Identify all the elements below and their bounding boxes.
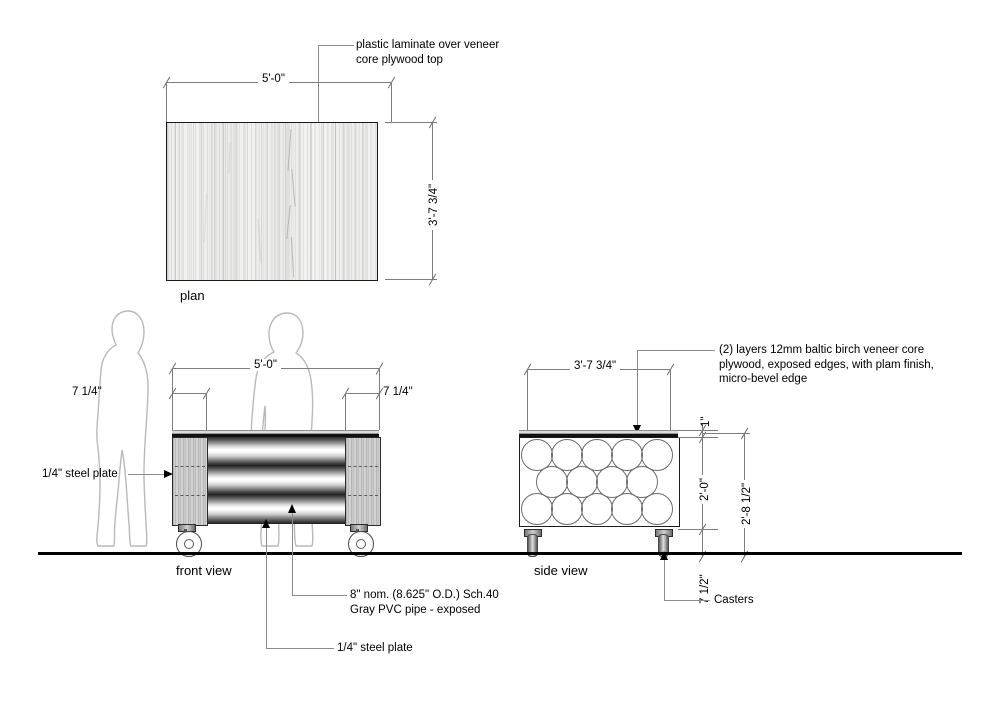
front-right-offset-dim-line [345, 393, 379, 394]
side-note-leader-v [637, 350, 638, 426]
front-width-ext-left [172, 368, 173, 430]
side-h-ext-body-bottom [678, 529, 718, 530]
front-pipe-2 [206, 466, 345, 495]
plan-ext-left [166, 82, 167, 122]
front-left-offset-ext [206, 393, 207, 430]
side-caster-left [524, 529, 542, 557]
casters-callout-leader-h [664, 600, 710, 601]
side-dim-body-height-text: 2'-0" [699, 475, 711, 504]
pipe-end-circle [521, 493, 553, 525]
side-h-ext-top-body [678, 437, 718, 438]
front-plywood-top-lower [172, 433, 379, 438]
plan-width-dim-text: 5'-0" [258, 73, 289, 85]
side-cabinet [519, 430, 680, 529]
plan-view-label: plan [180, 288, 205, 303]
plan-note-leader-h [318, 45, 354, 46]
steel-plate-bottom-annotation: 1/4" steel plate [337, 642, 413, 654]
side-width-ext-left [527, 369, 528, 430]
front-steel-plate-right [345, 437, 381, 526]
casters-callout-arrow [660, 551, 668, 560]
front-view-label: front view [176, 563, 232, 578]
front-pipe-3 [206, 495, 345, 524]
pipe-end-circle [641, 493, 673, 525]
steel-plate-left-annotation: 1/4" steel plate [42, 468, 118, 480]
plan-depth-ext-bottom [385, 279, 437, 280]
side-width-dim-text: 3'-7 3/4" [570, 360, 621, 372]
front-pipe-1 [206, 437, 345, 466]
steel-plate-bottom-leader-v [266, 528, 267, 648]
plan-ext-right [391, 82, 392, 122]
side-h-ext-top-slab [678, 430, 718, 431]
plan-top-annotation: plastic laminate over veneer core plywoo… [356, 39, 500, 66]
plan-top-surface [166, 122, 378, 281]
plan-depth-ext-top [385, 122, 437, 123]
front-steel-plate-left [172, 437, 208, 526]
front-width-dim-text: 5'-0" [250, 359, 281, 371]
side-note-arrowhead [632, 425, 641, 434]
pipe-end-circle [626, 466, 658, 498]
front-cabinet [172, 430, 381, 529]
front-right-offset-ext [345, 393, 346, 430]
pipe-end-circle [641, 439, 673, 471]
casters-annotation: Casters [714, 594, 754, 606]
pipe-callout-leader-v [292, 513, 293, 595]
plan-depth-dim-text: 3'-7 3/4" [428, 179, 440, 230]
front-left-offset-dim-line [172, 393, 206, 394]
side-view-label: side view [534, 563, 588, 578]
side-overall-dim-text: 2'-8 1/2" [741, 479, 753, 528]
pipe-end-circle [611, 493, 643, 525]
steel-plate-bottom-arrow [262, 519, 270, 528]
scale-figure-left [88, 308, 168, 553]
pipe-end-circle [551, 493, 583, 525]
steel-plate-left-arrow [164, 469, 173, 478]
side-width-ext-right [670, 369, 671, 430]
side-top-annotation: (2) layers 12mm baltic birch veneer core… [719, 344, 934, 385]
side-note-leader-h [637, 350, 715, 351]
front-right-offset-text: 7 1/4" [383, 386, 413, 398]
pipe-callout-leader-h [292, 595, 347, 596]
casters-callout-leader-v [664, 560, 665, 600]
pipe-annotation: 8" nom. (8.625" O.D.) Sch.40 Gray PVC pi… [350, 589, 499, 616]
side-cabinet-body [519, 437, 680, 527]
side-dim-caster-height-line [702, 529, 703, 557]
side-plywood-top-lower [519, 433, 678, 438]
ground-line [38, 552, 962, 555]
pipe-callout-arrow [288, 504, 296, 513]
side-overall-ext-top [702, 433, 750, 434]
plan-note-leader-v [318, 45, 319, 124]
steel-plate-bottom-leader-h [266, 648, 334, 649]
front-left-offset-text: 7 1/4" [72, 386, 102, 398]
front-width-ext-right [379, 368, 380, 430]
pipe-end-circle [581, 493, 613, 525]
side-dim-top-thickness-text: 1" [700, 416, 712, 427]
steel-plate-left-leader [128, 474, 166, 475]
